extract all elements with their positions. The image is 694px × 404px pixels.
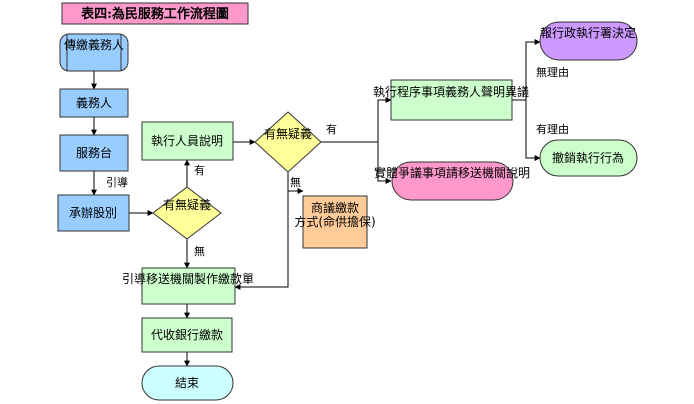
label-d1-no: 無 — [194, 244, 205, 258]
node-n11-line1: 實體爭議事項請移送機關說明 — [374, 165, 530, 180]
edge-split-n10 — [377, 97, 392, 142]
node-n2-box — [59, 88, 129, 118]
node-n8: 代收銀行繳款 — [141, 317, 233, 353]
node-n9: 結束 — [141, 365, 234, 401]
node-n11: 實體爭議事項請移送機關說明 — [374, 161, 530, 201]
node-n6-line2: 方式(命供擔保) — [294, 214, 375, 229]
node-d1: 有無疑義 — [152, 186, 222, 240]
node-n12-box — [539, 21, 638, 61]
connectors — [91, 39, 541, 367]
node-n1: 傳繳義務人 — [59, 33, 129, 72]
node-d2-text: 有無疑義 — [264, 126, 312, 141]
node-n13-box — [539, 139, 638, 177]
label-d2-yes: 有 — [326, 122, 337, 136]
node-n12: 報行政執行署決定 — [539, 21, 638, 61]
node-n6-text: 商議繳款方式(命供擔保) — [294, 200, 375, 229]
node-n5-text: 執行人員說明 — [151, 133, 223, 148]
title-text: 表四:為民服務工作流程圖 — [80, 6, 229, 22]
node-d1-diamond — [152, 186, 222, 240]
node-d2-diamond — [254, 111, 322, 173]
node-n7-box — [141, 267, 236, 305]
node-n13: 撤銷執行行為 — [539, 139, 638, 177]
node-n1-box — [59, 33, 129, 72]
node-n6: 商議繳款方式(命供擔保) — [294, 195, 376, 249]
node-n10: 執行程序事項義務人聲明異議 — [373, 79, 529, 121]
label-guide: 引導 — [106, 175, 128, 189]
edge-d2-n7 — [234, 191, 289, 290]
node-n11-box — [391, 161, 514, 201]
node-n11-text: 實體爭議事項請移送機關說明 — [374, 165, 530, 180]
title-box — [61, 2, 249, 25]
node-n6-line1: 商議繳款 — [311, 200, 359, 215]
node-n7: 引導移送機關製作繳款單 — [122, 267, 254, 305]
label-unreasonable: 無理由 — [536, 65, 569, 79]
node-n12-line1: 報行政執行署決定 — [540, 25, 636, 40]
node-n1-line1: 傳繳義務人 — [64, 37, 124, 52]
label-d2-no: 無 — [290, 175, 301, 189]
node-n12-text: 報行政執行署決定 — [540, 25, 636, 40]
node-n3-box — [59, 134, 129, 172]
node-d2-line1: 有無疑義 — [264, 126, 312, 141]
node-n7-line1: 引導移送機關製作繳款單 — [122, 271, 254, 286]
node-n1-text: 傳繳義務人 — [64, 37, 124, 52]
node-n13-text: 撤銷執行行為 — [552, 150, 624, 165]
node-n10-text: 執行程序事項義務人聲明異議 — [373, 84, 529, 99]
node-n2: 義務人 — [59, 88, 129, 118]
node-n8-text: 代收銀行繳款 — [151, 327, 223, 342]
node-n5-box — [141, 121, 234, 161]
node-n9-text: 結束 — [175, 376, 199, 390]
node-d1-line1: 有無疑義 — [163, 197, 211, 212]
label-reasonable: 有理由 — [536, 122, 569, 136]
node-n9-box — [141, 365, 234, 401]
node-n2-text: 義務人 — [76, 95, 112, 110]
node-n7-text: 引導移送機關製作繳款單 — [122, 271, 254, 286]
node-n3: 服務台 — [59, 134, 129, 172]
node-n10-line1: 執行程序事項義務人聲明異議 — [373, 84, 529, 99]
node-n5: 執行人員說明 — [141, 121, 234, 161]
edge-split-n11 — [377, 142, 392, 184]
node-n6-box — [302, 195, 368, 249]
node-n4: 承辦股別 — [57, 194, 130, 232]
node-n4-box — [57, 194, 130, 232]
label-d1-yes: 有 — [194, 163, 205, 177]
edge-split-n12 — [525, 39, 541, 100]
edge-split-n13 — [525, 100, 541, 161]
node-n3-text: 服務台 — [76, 145, 112, 160]
node-d1-text: 有無疑義 — [163, 197, 211, 212]
node-n8-box — [141, 317, 233, 353]
node-d2: 有無疑義 — [254, 111, 322, 173]
node-n10-box — [390, 79, 513, 121]
node-n4-text: 承辦股別 — [69, 206, 117, 220]
